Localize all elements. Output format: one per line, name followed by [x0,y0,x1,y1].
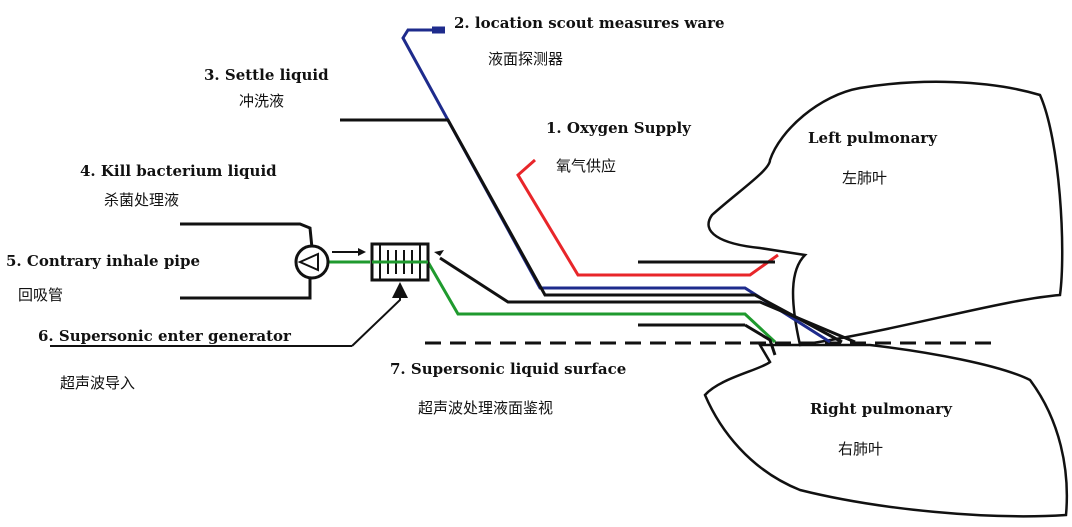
flow-arrow-icon [332,248,366,256]
contrary-inhale-label: 5. Contrary inhale pipe [6,252,200,270]
kill-bacterium-main-line [439,256,856,344]
oxygen-supply-cn-label: 氧气供应 [556,157,616,175]
supersonic-generator-label: 6. Supersonic enter generator [38,327,292,345]
pump-icon [294,244,330,280]
right-lung-label: Right pulmonary [810,400,953,418]
right-lung-cn-label: 右肺叶 [838,440,883,458]
supersonic-generator-icon [370,242,444,282]
settle-liquid-line [340,118,843,344]
right-lung-outline [703,343,1069,518]
kill-bacterium-label: 4. Kill bacterium liquid [80,162,277,180]
location-scout-label: 2. location scout measures ware [454,14,725,32]
left-lung-outline [707,80,1064,347]
oxygen-supply-line [516,158,779,277]
location-scout-cn-label: 液面探测器 [488,50,563,68]
generator-pointer-arrow [50,282,408,347]
settle-liquid-cn-label: 冲洗液 [239,92,284,110]
supersonic-surface-cn-label: 超声波处理液面鉴视 [418,399,553,417]
oxygen-supply-label: 1. Oxygen Supply [546,119,692,137]
supersonic-generator-cn-label: 超声波导入 [60,374,135,392]
kill-bacterium-line [180,222,314,300]
kill-bacterium-cn-label: 杀菌处理液 [104,191,179,209]
right-lung-inlet-hook [744,323,777,356]
left-lung-cn-label: 左肺叶 [842,169,887,187]
contrary-inhale-cn-label: 回吸管 [18,286,63,304]
left-lung-label: Left pulmonary [808,129,938,147]
settle-liquid-label: 3. Settle liquid [204,66,329,84]
supersonic-surface-label: 7. Supersonic liquid surface [390,360,626,378]
